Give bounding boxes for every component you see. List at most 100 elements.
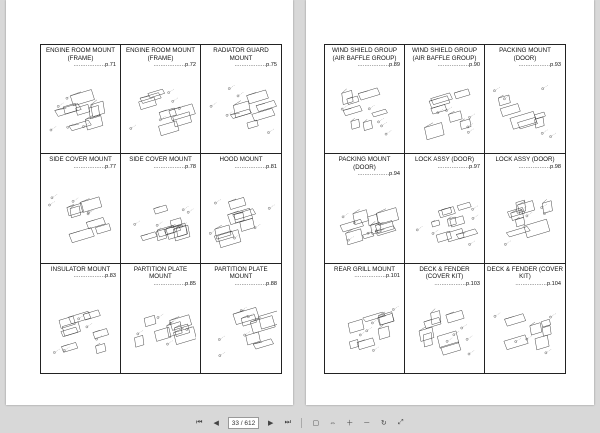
leader-dots: .................. <box>234 163 267 170</box>
page-ref-number[interactable]: p.98 <box>550 163 561 170</box>
page-ref-number[interactable]: p.93 <box>550 62 561 68</box>
page-ref-number[interactable]: p.71 <box>105 62 116 68</box>
leader-dots: .................. <box>437 62 470 68</box>
exploded-view-diagram <box>125 184 196 258</box>
zoom-in-icon[interactable]: ＋ <box>346 420 354 427</box>
exploded-view-diagram <box>205 294 281 369</box>
leader-dots: .................. <box>518 62 551 68</box>
leader-dots: .................. <box>354 273 386 280</box>
page-ref-number[interactable]: p.103 <box>466 280 480 287</box>
leader-dots: .................. <box>73 163 106 170</box>
last-page-icon[interactable]: ⏭ <box>284 419 291 426</box>
exploded-view-diagram <box>329 184 400 258</box>
page-ref-number[interactable]: p.75 <box>266 62 277 68</box>
leader-dots: .................. <box>518 163 551 170</box>
page-ref-number[interactable]: p.88 <box>266 280 277 287</box>
page-ref[interactable]: ..................p.78 <box>121 164 200 170</box>
exploded-view-diagram <box>489 294 561 369</box>
page-ref[interactable]: ..................p.77 <box>41 164 120 170</box>
index-cell[interactable]: SIDE COVER MOUNT..................p.78 <box>121 154 201 264</box>
exploded-view-diagram <box>409 294 480 369</box>
index-cell[interactable]: PACKING MOUNT (DOOR)..................p.… <box>485 45 565 155</box>
page-ref[interactable]: ..................p.85 <box>121 281 200 287</box>
index-cell[interactable]: PACKING MOUNT (DOOR)..................p.… <box>325 154 405 264</box>
index-cell[interactable]: PARTITION PLATE MOUNT..................p… <box>201 264 281 373</box>
index-cell[interactable]: REAR GRILL MOUNT..................p.101 <box>325 263 405 373</box>
first-page-icon[interactable]: ⏮ <box>196 419 203 426</box>
page-ref[interactable]: ..................p.71 <box>41 62 120 68</box>
page-ref-number[interactable]: p.77 <box>105 163 116 170</box>
page-ref[interactable]: ..................p.83 <box>41 273 120 279</box>
page-ref[interactable]: ..................p.81 <box>201 164 281 170</box>
index-cell[interactable]: ENGINE ROOM MOUNT (FRAME)...............… <box>121 45 201 155</box>
index-cell[interactable]: PARTITION PLATE MOUNT..................p… <box>121 263 201 373</box>
index-cell[interactable]: LOCK ASSY (DOOR)..................p.98 <box>485 154 565 264</box>
leader-dots: .................. <box>234 280 267 287</box>
page-ref[interactable]: ..................p.98 <box>485 164 565 170</box>
exploded-view-diagram <box>45 184 116 258</box>
page-ref[interactable]: ..................p.75 <box>201 62 281 68</box>
page-number-input[interactable]: 33 / 612 <box>227 417 260 429</box>
cell-title: LOCK ASSY (DOOR) <box>414 156 475 164</box>
cell-title: WIND SHIELD GROUP (AIR BAFFLE GROUP) <box>412 47 477 62</box>
index-cell[interactable]: LOCK ASSY (DOOR)..................p.97 <box>405 154 485 264</box>
page-ref-number[interactable]: p.83 <box>105 273 116 280</box>
fit-width-icon[interactable]: ⇔ <box>329 419 337 427</box>
page-ref-number[interactable]: p.104 <box>547 280 561 287</box>
page-ref-number[interactable]: p.81 <box>266 163 277 170</box>
cell-title: ENGINE ROOM MOUNT (FRAME) <box>125 47 196 62</box>
right-page: WIND SHIELD GROUP (AIR BAFFLE GROUP)....… <box>306 0 594 405</box>
page-ref-number[interactable]: p.89 <box>389 62 400 68</box>
cell-title: SIDE COVER MOUNT <box>49 156 112 164</box>
page-ref[interactable]: ..................p.104 <box>485 281 565 287</box>
index-cell[interactable]: ENGINE ROOM MOUNT (FRAME)...............… <box>41 45 121 155</box>
cell-title: DECK & FENDER (COVER KIT) <box>419 265 470 281</box>
cell-title: REAR GRILL MOUNT <box>334 265 395 273</box>
page-ref-number[interactable]: p.101 <box>386 273 400 280</box>
index-cell[interactable]: RADIATOR GUARD MOUNT..................p.… <box>201 45 281 155</box>
fit-page-icon[interactable]: ▢ <box>312 420 320 427</box>
index-cell[interactable]: WIND SHIELD GROUP (AIR BAFFLE GROUP)....… <box>325 45 405 155</box>
page-ref[interactable]: ..................p.94 <box>325 171 404 177</box>
exploded-view-diagram <box>125 75 196 149</box>
index-cell[interactable]: WIND SHIELD GROUP (AIR BAFFLE GROUP)....… <box>405 45 485 155</box>
page-ref[interactable]: ..................p.89 <box>325 62 404 68</box>
cell-title: PACKING MOUNT (DOOR) <box>338 156 391 171</box>
leader-dots: .................. <box>357 62 390 68</box>
fullscreen-icon[interactable]: ⤢ <box>397 419 404 426</box>
page-ref[interactable]: ..................p.101 <box>325 273 404 279</box>
exploded-view-diagram <box>205 184 277 258</box>
page-ref[interactable]: ..................p.97 <box>405 164 484 170</box>
index-cell[interactable]: INSULATOR MOUNT..................p.83 <box>41 263 121 373</box>
page-ref[interactable]: ..................p.90 <box>405 62 484 68</box>
viewer-toolbar: ⏮ ◀ 33 / 612 ▶ ⏭ ▢ ⇔ ＋ － ↻ ⤢ <box>0 413 600 433</box>
prev-page-icon[interactable]: ◀ <box>213 420 219 427</box>
zoom-out-icon[interactable]: － <box>363 420 371 427</box>
cell-title: RADIATOR GUARD MOUNT <box>213 47 269 62</box>
index-cell[interactable]: DECK & FENDER (COVER KIT)...............… <box>405 263 485 373</box>
cell-title: PARTITION PLATE MOUNT <box>214 265 268 281</box>
page-ref-number[interactable]: p.72 <box>185 62 196 68</box>
page-ref-number[interactable]: p.78 <box>185 163 196 170</box>
rotate-icon[interactable]: ↻ <box>380 420 387 427</box>
page-ref-number[interactable]: p.90 <box>469 62 480 68</box>
leader-dots: .................. <box>357 171 390 178</box>
next-page-icon[interactable]: ▶ <box>268 420 274 427</box>
index-cell[interactable]: HOOD MOUNT..................p.81 <box>201 154 281 264</box>
cell-title: HOOD MOUNT <box>219 156 263 164</box>
cell-title: SIDE COVER MOUNT <box>129 156 192 164</box>
page-ref[interactable]: ..................p.88 <box>201 281 281 287</box>
page-ref-number[interactable]: p.85 <box>185 280 196 287</box>
cell-title: WIND SHIELD GROUP (AIR BAFFLE GROUP) <box>332 47 397 62</box>
page-ref[interactable]: ..................p.72 <box>121 62 200 68</box>
page-ref[interactable]: ..................p.93 <box>485 62 565 68</box>
leader-dots: .................. <box>73 273 106 280</box>
page-ref-number[interactable]: p.94 <box>389 171 400 178</box>
index-cell[interactable]: DECK & FENDER (COVER KIT)...............… <box>485 264 565 373</box>
exploded-view-diagram <box>205 75 277 149</box>
parts-index-grid-right: WIND SHIELD GROUP (AIR BAFFLE GROUP)....… <box>324 44 566 374</box>
page-ref-number[interactable]: p.97 <box>469 163 480 170</box>
index-cell[interactable]: SIDE COVER MOUNT..................p.77 <box>41 154 121 264</box>
left-page: ENGINE ROOM MOUNT (FRAME)...............… <box>6 0 293 405</box>
page-ref[interactable]: ..................p.103 <box>405 281 484 287</box>
